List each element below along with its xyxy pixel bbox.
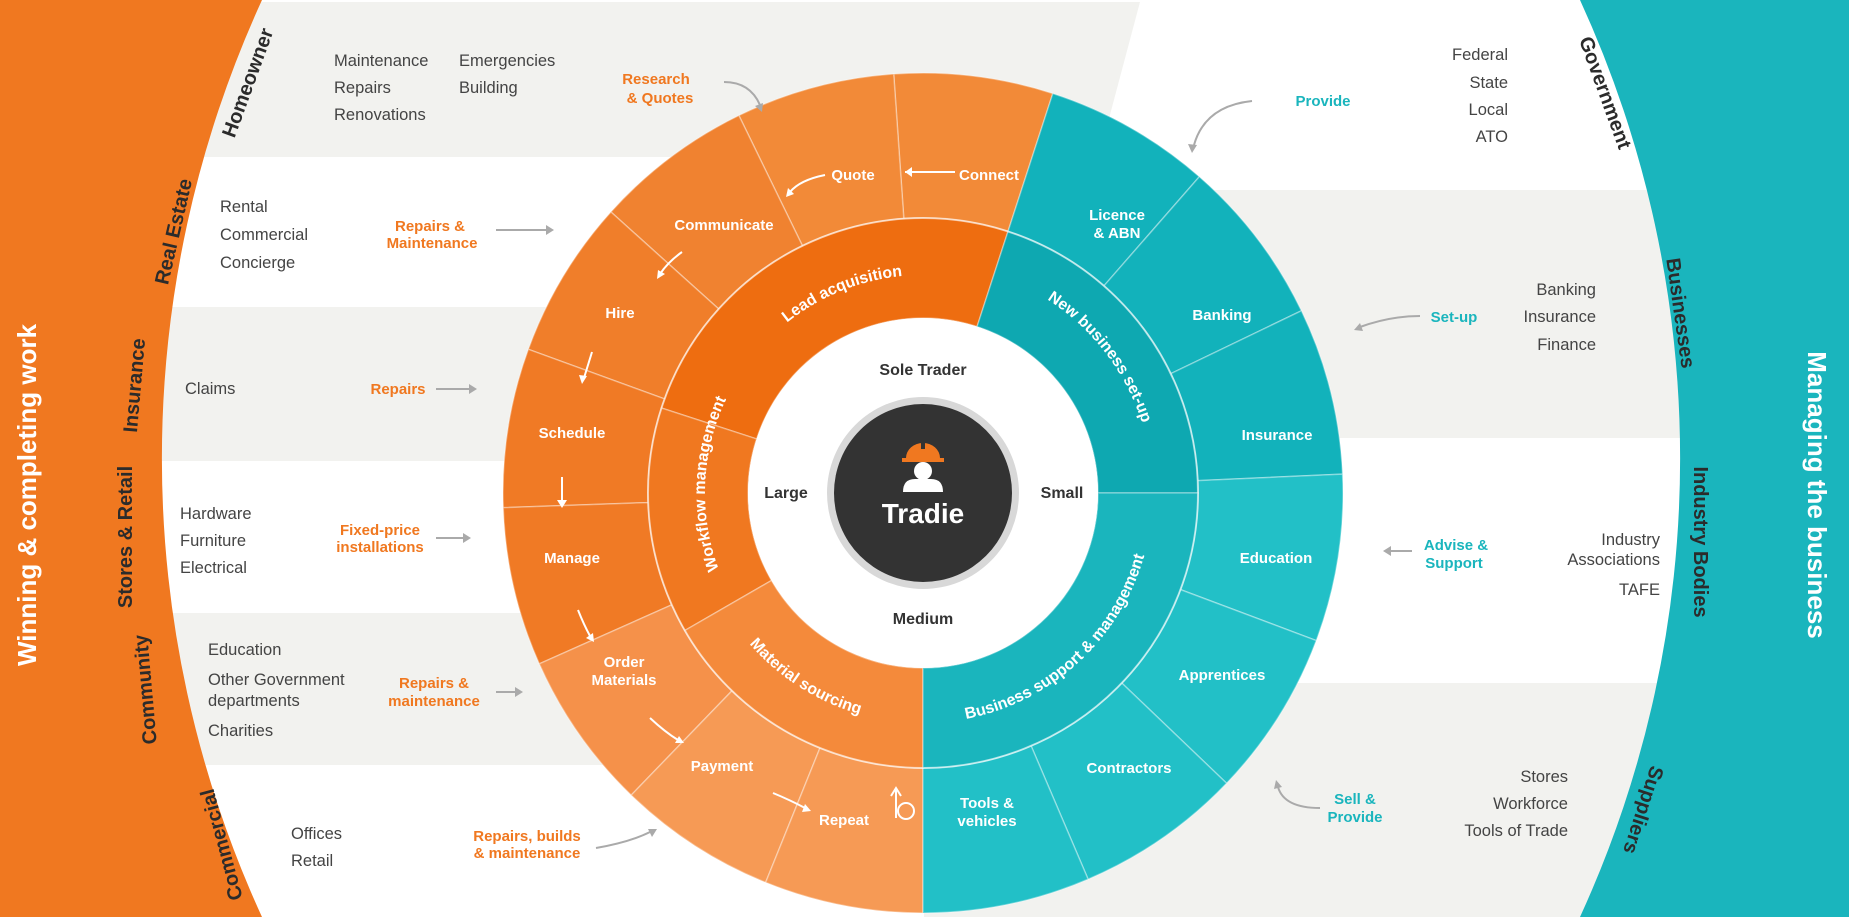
category-industry-bodies: Industry Bodies <box>1689 466 1711 617</box>
arrow-commercial <box>595 831 651 849</box>
action-community-line2: maintenance <box>388 693 480 710</box>
action-research-line1: Research <box>622 71 690 88</box>
segment-communicate: Communicate <box>674 217 773 234</box>
segment-connect: Connect <box>959 167 1019 184</box>
segment-banking: Banking <box>1192 307 1251 324</box>
item-departments: departments <box>208 692 300 710</box>
segment-repeat: Repeat <box>819 812 869 829</box>
left-side-arc <box>0 0 262 917</box>
size-small: Small <box>1041 485 1084 502</box>
item-emergencies: Emergencies <box>459 52 555 70</box>
segment-apprentices: Apprentices <box>1179 667 1266 684</box>
segment-manage: Manage <box>544 550 600 567</box>
item-rental: Rental <box>220 198 268 216</box>
arrow-research <box>723 81 761 106</box>
item-finance: Finance <box>1537 336 1596 354</box>
workflow-arrows <box>557 167 955 820</box>
segment-labels: Connect Quote Communicate Hire Schedule … <box>539 167 1313 830</box>
left-items: Maintenance Repairs Renovations Emergenc… <box>180 52 555 870</box>
arrow-sell <box>1277 786 1321 809</box>
segment-insurance: Insurance <box>1242 427 1313 444</box>
item-building: Building <box>459 79 518 97</box>
action-provide: Provide <box>1295 93 1350 110</box>
hardhat-person-icon <box>902 443 944 492</box>
segment-payment: Payment <box>691 758 754 775</box>
item-workforce: Workforce <box>1493 795 1568 813</box>
action-commercial-line2: & maintenance <box>474 845 581 862</box>
center-dark-disc <box>834 404 1012 582</box>
action-sell-line1: Sell & <box>1334 791 1376 808</box>
segment-order-line1: Order <box>604 654 645 671</box>
action-set-up: Set-up <box>1431 309 1478 326</box>
arrow-set-up <box>1359 315 1421 328</box>
item-concierge: Concierge <box>220 254 295 272</box>
wheel <box>502 72 1344 914</box>
action-sell-line2: Provide <box>1327 809 1382 826</box>
item-electrical: Electrical <box>180 559 247 577</box>
size-medium: Medium <box>893 611 953 628</box>
repeat-icon <box>890 786 915 820</box>
item-education: Education <box>208 641 281 659</box>
item-offices: Offices <box>291 825 342 843</box>
action-advise-line1: Advise & <box>1424 537 1488 554</box>
item-maintenance: Maintenance <box>334 52 428 70</box>
item-other-government: Other Government <box>208 671 345 689</box>
item-commercial: Commercial <box>220 226 308 244</box>
side-label-right: Managing the business <box>1802 351 1832 639</box>
item-tools-of-trade: Tools of Trade <box>1464 822 1568 840</box>
category-stores-retail: Stores & Retail <box>115 466 137 608</box>
right-side-arc <box>1580 0 1849 917</box>
item-furniture: Furniture <box>180 532 246 550</box>
center-hub: Tradie Sole Trader Large Small Medium <box>748 318 1098 668</box>
action-community-line1: Repairs & <box>399 675 469 692</box>
right-actions: Provide Set-up Advise & Support Sell & P… <box>1188 93 1488 826</box>
right-items: Federal State Local ATO Banking Insuranc… <box>1452 46 1661 840</box>
segment-licence-line2: & ABN <box>1094 225 1141 242</box>
item-renovations: Renovations <box>334 106 426 124</box>
item-ato: ATO <box>1476 128 1509 146</box>
action-fixed-price-line2: installations <box>336 539 424 556</box>
segment-education: Education <box>1240 550 1313 567</box>
segment-contractors: Contractors <box>1086 760 1171 777</box>
side-label-left: Winning & completing work <box>12 323 42 666</box>
size-sole-trader: Sole Trader <box>879 362 966 379</box>
item-repairs: Repairs <box>334 79 391 97</box>
segment-schedule: Schedule <box>539 425 606 442</box>
item-federal: Federal <box>1452 46 1508 64</box>
segment-licence-line1: Licence <box>1089 207 1145 224</box>
segment-order-line2: Materials <box>591 672 656 689</box>
item-hardware: Hardware <box>180 505 252 523</box>
item-local: Local <box>1469 101 1508 119</box>
center-title: Tradie <box>882 498 964 529</box>
action-fixed-price-line1: Fixed-price <box>340 522 420 539</box>
segment-quote: Quote <box>831 167 874 184</box>
action-commercial-line1: Repairs, builds <box>473 828 581 845</box>
left-actions: Research & Quotes Repairs & Maintenance … <box>336 71 763 862</box>
action-research-line2: & Quotes <box>627 90 694 107</box>
item-tafe: TAFE <box>1619 581 1660 599</box>
item-associations: Associations <box>1567 551 1660 569</box>
ring-divider <box>647 217 1199 769</box>
item-claims: Claims <box>185 380 235 398</box>
item-retail: Retail <box>291 852 333 870</box>
size-large: Large <box>764 485 808 502</box>
action-advise-line2: Support <box>1425 555 1483 572</box>
segment-tools-line1: Tools & <box>960 795 1014 812</box>
item-state: State <box>1469 74 1508 92</box>
item-insurance-biz: Insurance <box>1524 308 1596 326</box>
item-industry: Industry <box>1601 531 1660 549</box>
segment-hire: Hire <box>605 305 634 322</box>
item-banking: Banking <box>1536 281 1596 299</box>
segment-tools-line2: vehicles <box>957 813 1016 830</box>
item-charities: Charities <box>208 722 273 740</box>
action-repairs-maint-line1: Repairs & <box>395 218 465 235</box>
action-repairs-maint-line2: Maintenance <box>387 235 478 252</box>
action-repairs: Repairs <box>370 381 425 398</box>
arrow-provide <box>1193 100 1253 146</box>
item-stores: Stores <box>1520 768 1568 786</box>
